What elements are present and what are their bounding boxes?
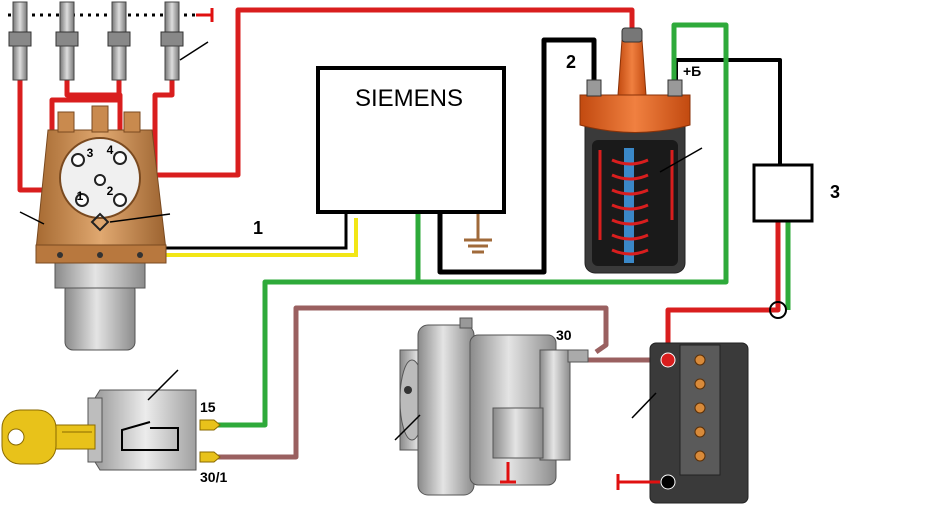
terminal-30-1-label: 30/1 xyxy=(200,469,227,485)
ecu-coil-wire-black xyxy=(437,37,597,275)
sensor-wire-black xyxy=(160,210,348,250)
terminal-30-stud xyxy=(567,349,589,363)
label-terminal-4: 4 xyxy=(107,143,114,157)
terminal-15-label: 15 xyxy=(200,399,216,415)
coil-cap xyxy=(579,94,691,133)
spark-plugs xyxy=(8,1,209,81)
plug-leader-line xyxy=(179,41,209,61)
distributor xyxy=(19,105,171,351)
terminal-3 xyxy=(71,153,85,167)
alternator xyxy=(394,317,589,496)
battery-plus-terminal xyxy=(660,352,676,368)
spark-plug-3 xyxy=(107,1,131,81)
coil-inner xyxy=(592,140,678,266)
switch-15-wire-green xyxy=(218,279,418,428)
distributor-shaft xyxy=(64,281,136,351)
terminal-15-tab xyxy=(199,419,221,431)
wire-junction xyxy=(769,301,787,319)
ht-wire-plug2 xyxy=(64,80,123,155)
ignition-switch xyxy=(87,369,221,471)
coil-supply-wire-green xyxy=(415,22,729,285)
ignition-coil xyxy=(579,27,703,274)
label-terminal-2: 2 xyxy=(107,184,114,198)
coil-terminal-2 xyxy=(586,79,602,97)
terminal-30-1-tab xyxy=(199,451,221,463)
sensor-wire-yellow xyxy=(160,218,358,257)
terminal-centre xyxy=(94,174,106,186)
module-3-box xyxy=(752,163,814,223)
battery-minus-terminal xyxy=(660,474,676,490)
coil-terminal-plus-label: +Б xyxy=(683,63,701,79)
key-icon xyxy=(1,409,96,465)
spark-plug-1 xyxy=(8,1,32,81)
battery xyxy=(616,342,749,504)
ecu-brand: SIEMENS xyxy=(355,85,463,112)
label-terminal-1: 1 xyxy=(77,189,84,203)
switch-body xyxy=(94,389,197,471)
distributor-terminal-labels: 1 2 3 4 xyxy=(77,143,114,203)
terminal-4 xyxy=(113,151,127,165)
terminal-2 xyxy=(113,193,127,207)
wire-1-label: 1 xyxy=(253,218,263,238)
ground-icon xyxy=(464,238,492,254)
sensor-marker xyxy=(90,212,110,232)
coil-terminal-plus xyxy=(667,79,683,97)
module-3-label: 3 xyxy=(830,182,840,202)
switch-30-wire-brown xyxy=(218,305,609,460)
coil-tower xyxy=(617,39,647,96)
battery-plus-wire-red xyxy=(665,222,781,352)
coil-terminal-2-label: 2 xyxy=(566,52,576,72)
label-terminal-3: 3 xyxy=(87,146,94,160)
coil-core xyxy=(624,148,634,263)
terminal-1 xyxy=(75,193,89,207)
alternator-front xyxy=(417,324,475,496)
spark-plug-2 xyxy=(55,1,79,81)
spark-plug-4 xyxy=(160,1,184,81)
ecu-box xyxy=(316,66,506,214)
alternator-terminal-30-label: 30 xyxy=(556,327,572,343)
